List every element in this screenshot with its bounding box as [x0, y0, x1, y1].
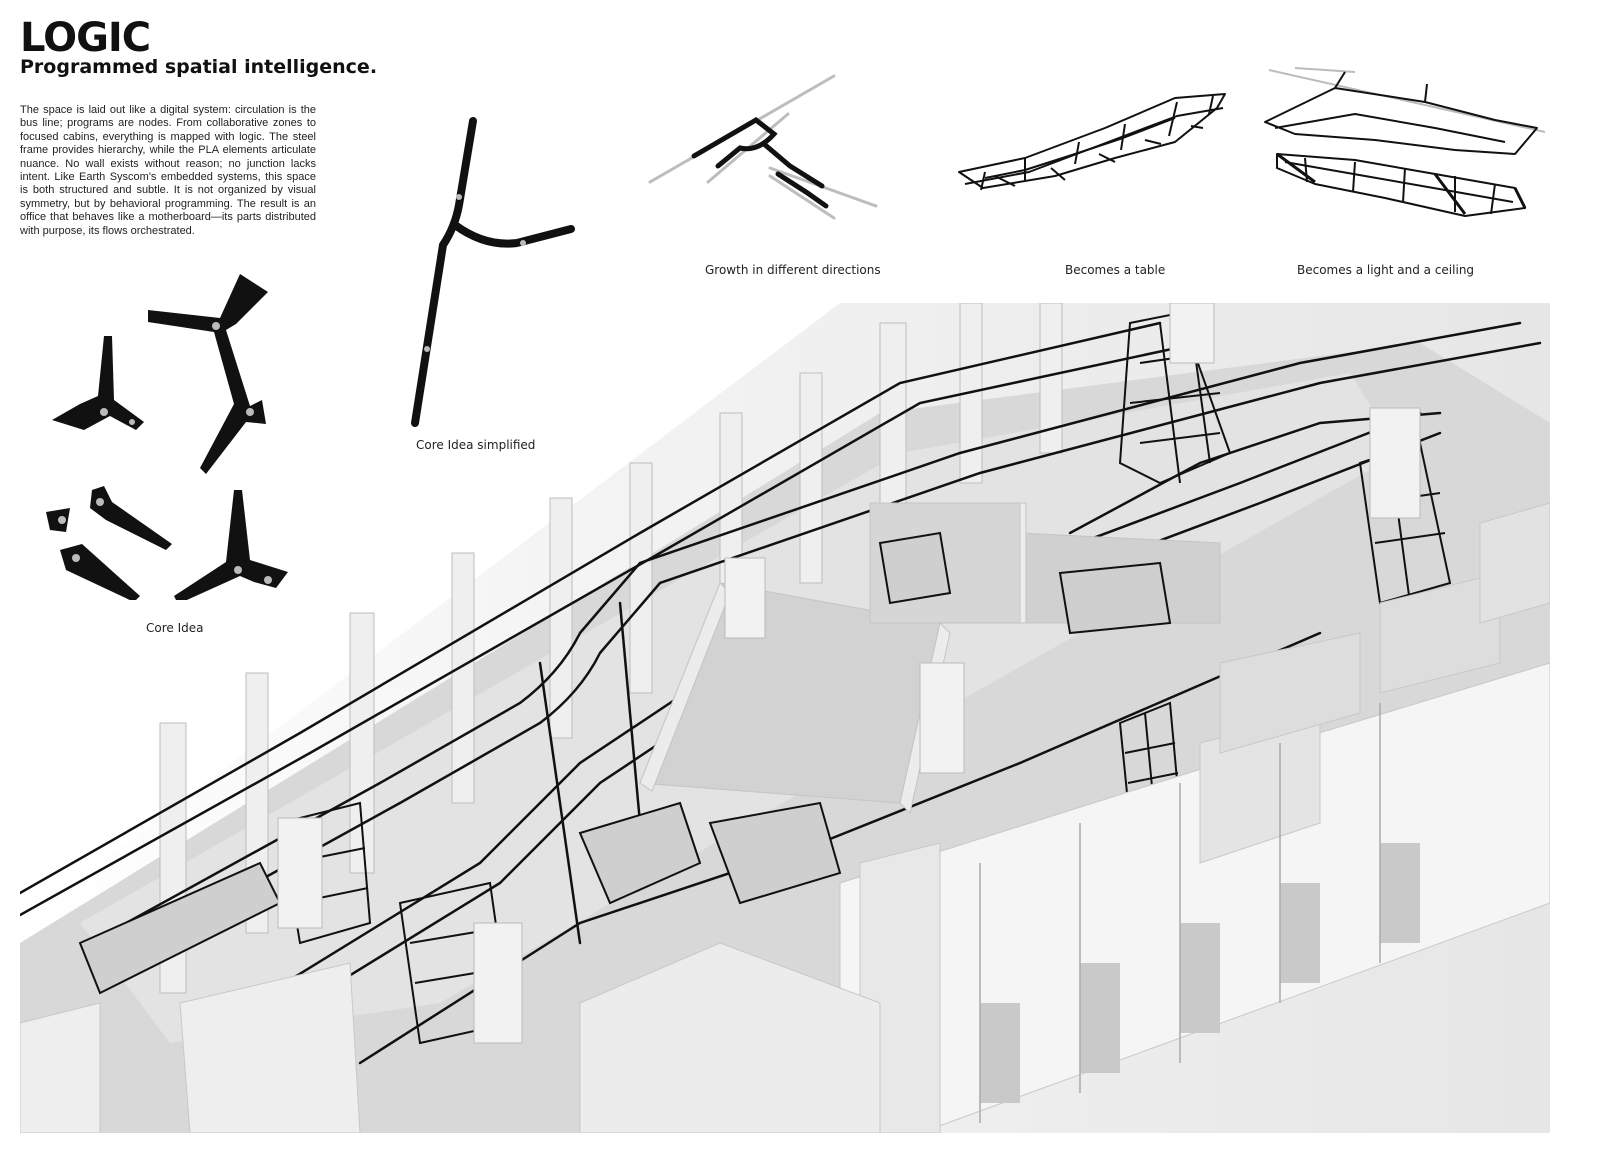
light-ceiling-caption: Becomes a light and a ceiling — [1297, 263, 1475, 277]
partitions — [979, 703, 1381, 1123]
core-idea-caption: Core Idea — [146, 621, 204, 635]
page-subtitle: Programmed spatial intelligence. — [20, 56, 378, 78]
table-diagram — [958, 93, 1226, 191]
core-idea-diagram — [46, 274, 288, 600]
lounge-pods — [78, 531, 1172, 995]
front-wall-openings — [980, 843, 1420, 1103]
core-idea-simplified-diagram — [411, 117, 575, 427]
light-ceiling-diagram — [1264, 67, 1546, 217]
isometric-office-render — [20, 303, 1550, 1133]
core-idea-star-1 — [52, 336, 144, 430]
core-idea-star-2 — [148, 274, 268, 474]
growth-diagram — [648, 74, 878, 220]
table-caption: Becomes a table — [1065, 263, 1166, 277]
foreground-office-blocks — [20, 502, 1550, 1133]
core-idea-simplified-caption: Core Idea simplified — [416, 438, 536, 452]
page-title: LOGIC — [20, 15, 151, 61]
core-idea-star-4 — [174, 490, 288, 600]
description-paragraph: The space is laid out like a digital sys… — [20, 104, 316, 237]
growth-caption: Growth in different directions — [705, 263, 881, 277]
service-cores — [277, 303, 1421, 1044]
